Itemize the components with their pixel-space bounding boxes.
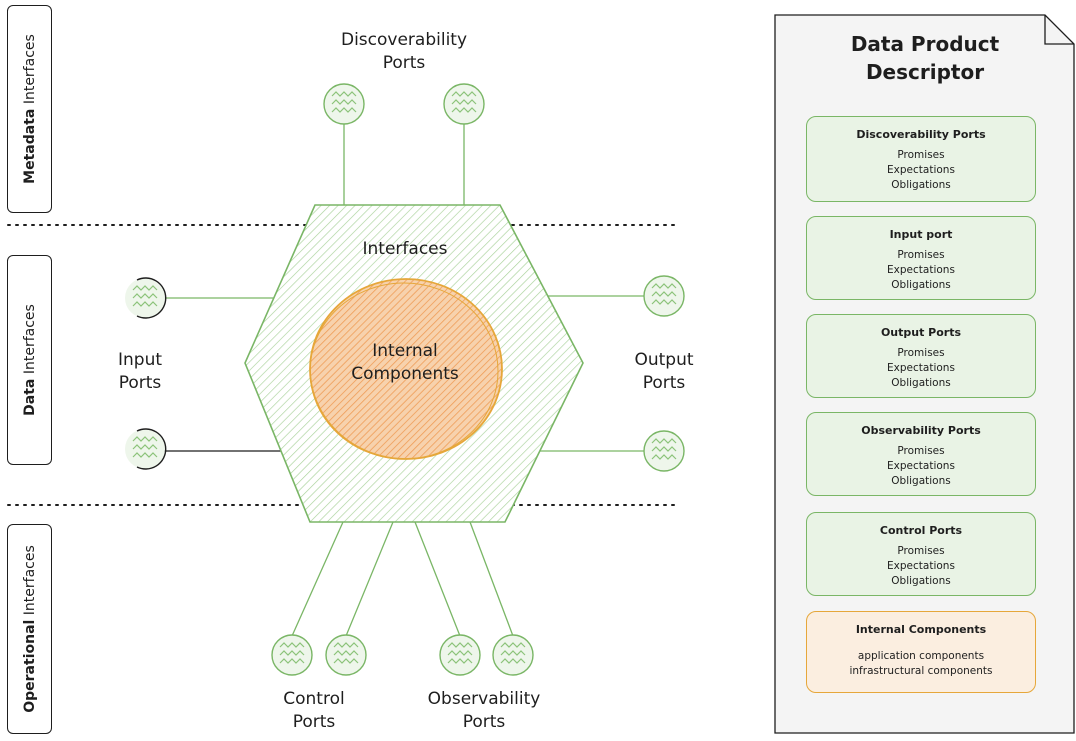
card-title: Observability Ports (861, 424, 981, 437)
discoverability-port-icon (323, 83, 365, 125)
output-ports-label: Output Ports (634, 350, 694, 393)
card-line: Expectations (887, 264, 955, 276)
control-ports-label: Control Ports (283, 689, 345, 732)
descriptor-title: Data Product Descriptor (850, 32, 1000, 84)
card-title: Input port (889, 228, 953, 241)
observability-port-icon (439, 634, 481, 676)
card-title: Discoverability Ports (856, 128, 986, 141)
card-line: Expectations (887, 560, 955, 572)
input-ports-label: Input Ports (117, 350, 163, 393)
card-input-port: Input port Promises Expectations Obligat… (806, 216, 1036, 300)
operational-interfaces-tab: Operational Interfaces (7, 524, 52, 734)
discoverability-port-icon (443, 83, 485, 125)
output-port-icon (643, 275, 685, 317)
card-line: Expectations (887, 362, 955, 374)
card-line: Obligations (891, 179, 951, 191)
control-port-icon (325, 634, 367, 676)
card-line: application components (857, 650, 985, 662)
observability-port-icon (492, 634, 534, 676)
observability-ports-label: Observability Ports (427, 689, 541, 732)
card-line: Expectations (887, 460, 955, 472)
card-line: Promises (897, 249, 945, 261)
control-port-icon (271, 634, 313, 676)
card-line: Obligations (891, 377, 951, 389)
internal-components-label: Internal Components (351, 341, 459, 384)
card-title: Internal Components (855, 623, 987, 636)
card-line: Obligations (891, 475, 951, 487)
connectors (163, 123, 645, 637)
card-line: Expectations (887, 164, 955, 176)
metadata-interfaces-tab: Metadata Interfaces (7, 5, 52, 213)
data-interfaces-tab: Data Interfaces (7, 255, 52, 465)
card-internal-components: Internal Components application componen… (806, 611, 1036, 693)
tab-label-bold: Data (21, 378, 38, 416)
card-line: Promises (897, 347, 945, 359)
card-line: Obligations (891, 575, 951, 587)
card-title: Output Ports (880, 326, 962, 339)
card-output-ports: Output Ports Promises Expectations Oblig… (806, 314, 1036, 398)
tab-label-rest: Interfaces (21, 34, 38, 109)
card-line: Promises (897, 545, 945, 557)
card-discoverability-ports: Discoverability Ports Promises Expectati… (806, 116, 1036, 202)
tab-label-rest: Interfaces (21, 545, 38, 620)
card-observability-ports: Observability Ports Promises Expectation… (806, 412, 1036, 496)
card-line: infrastructural components (849, 665, 993, 677)
input-port-icon (125, 428, 167, 470)
tab-label-bold: Metadata (21, 108, 38, 184)
card-title: Control Ports (879, 524, 963, 537)
tab-label-bold: Operational (21, 619, 38, 713)
card-control-ports: Control Ports Promises Expectations Obli… (806, 512, 1036, 596)
discoverability-ports-label: Discoverability Ports (340, 30, 468, 73)
interfaces-label: Interfaces (362, 239, 448, 259)
output-port-icon (643, 430, 685, 472)
tab-label-rest: Interfaces (21, 304, 38, 379)
input-port-icon (125, 277, 167, 319)
card-line: Promises (897, 149, 945, 161)
card-line: Promises (897, 445, 945, 457)
card-line: Obligations (891, 279, 951, 291)
